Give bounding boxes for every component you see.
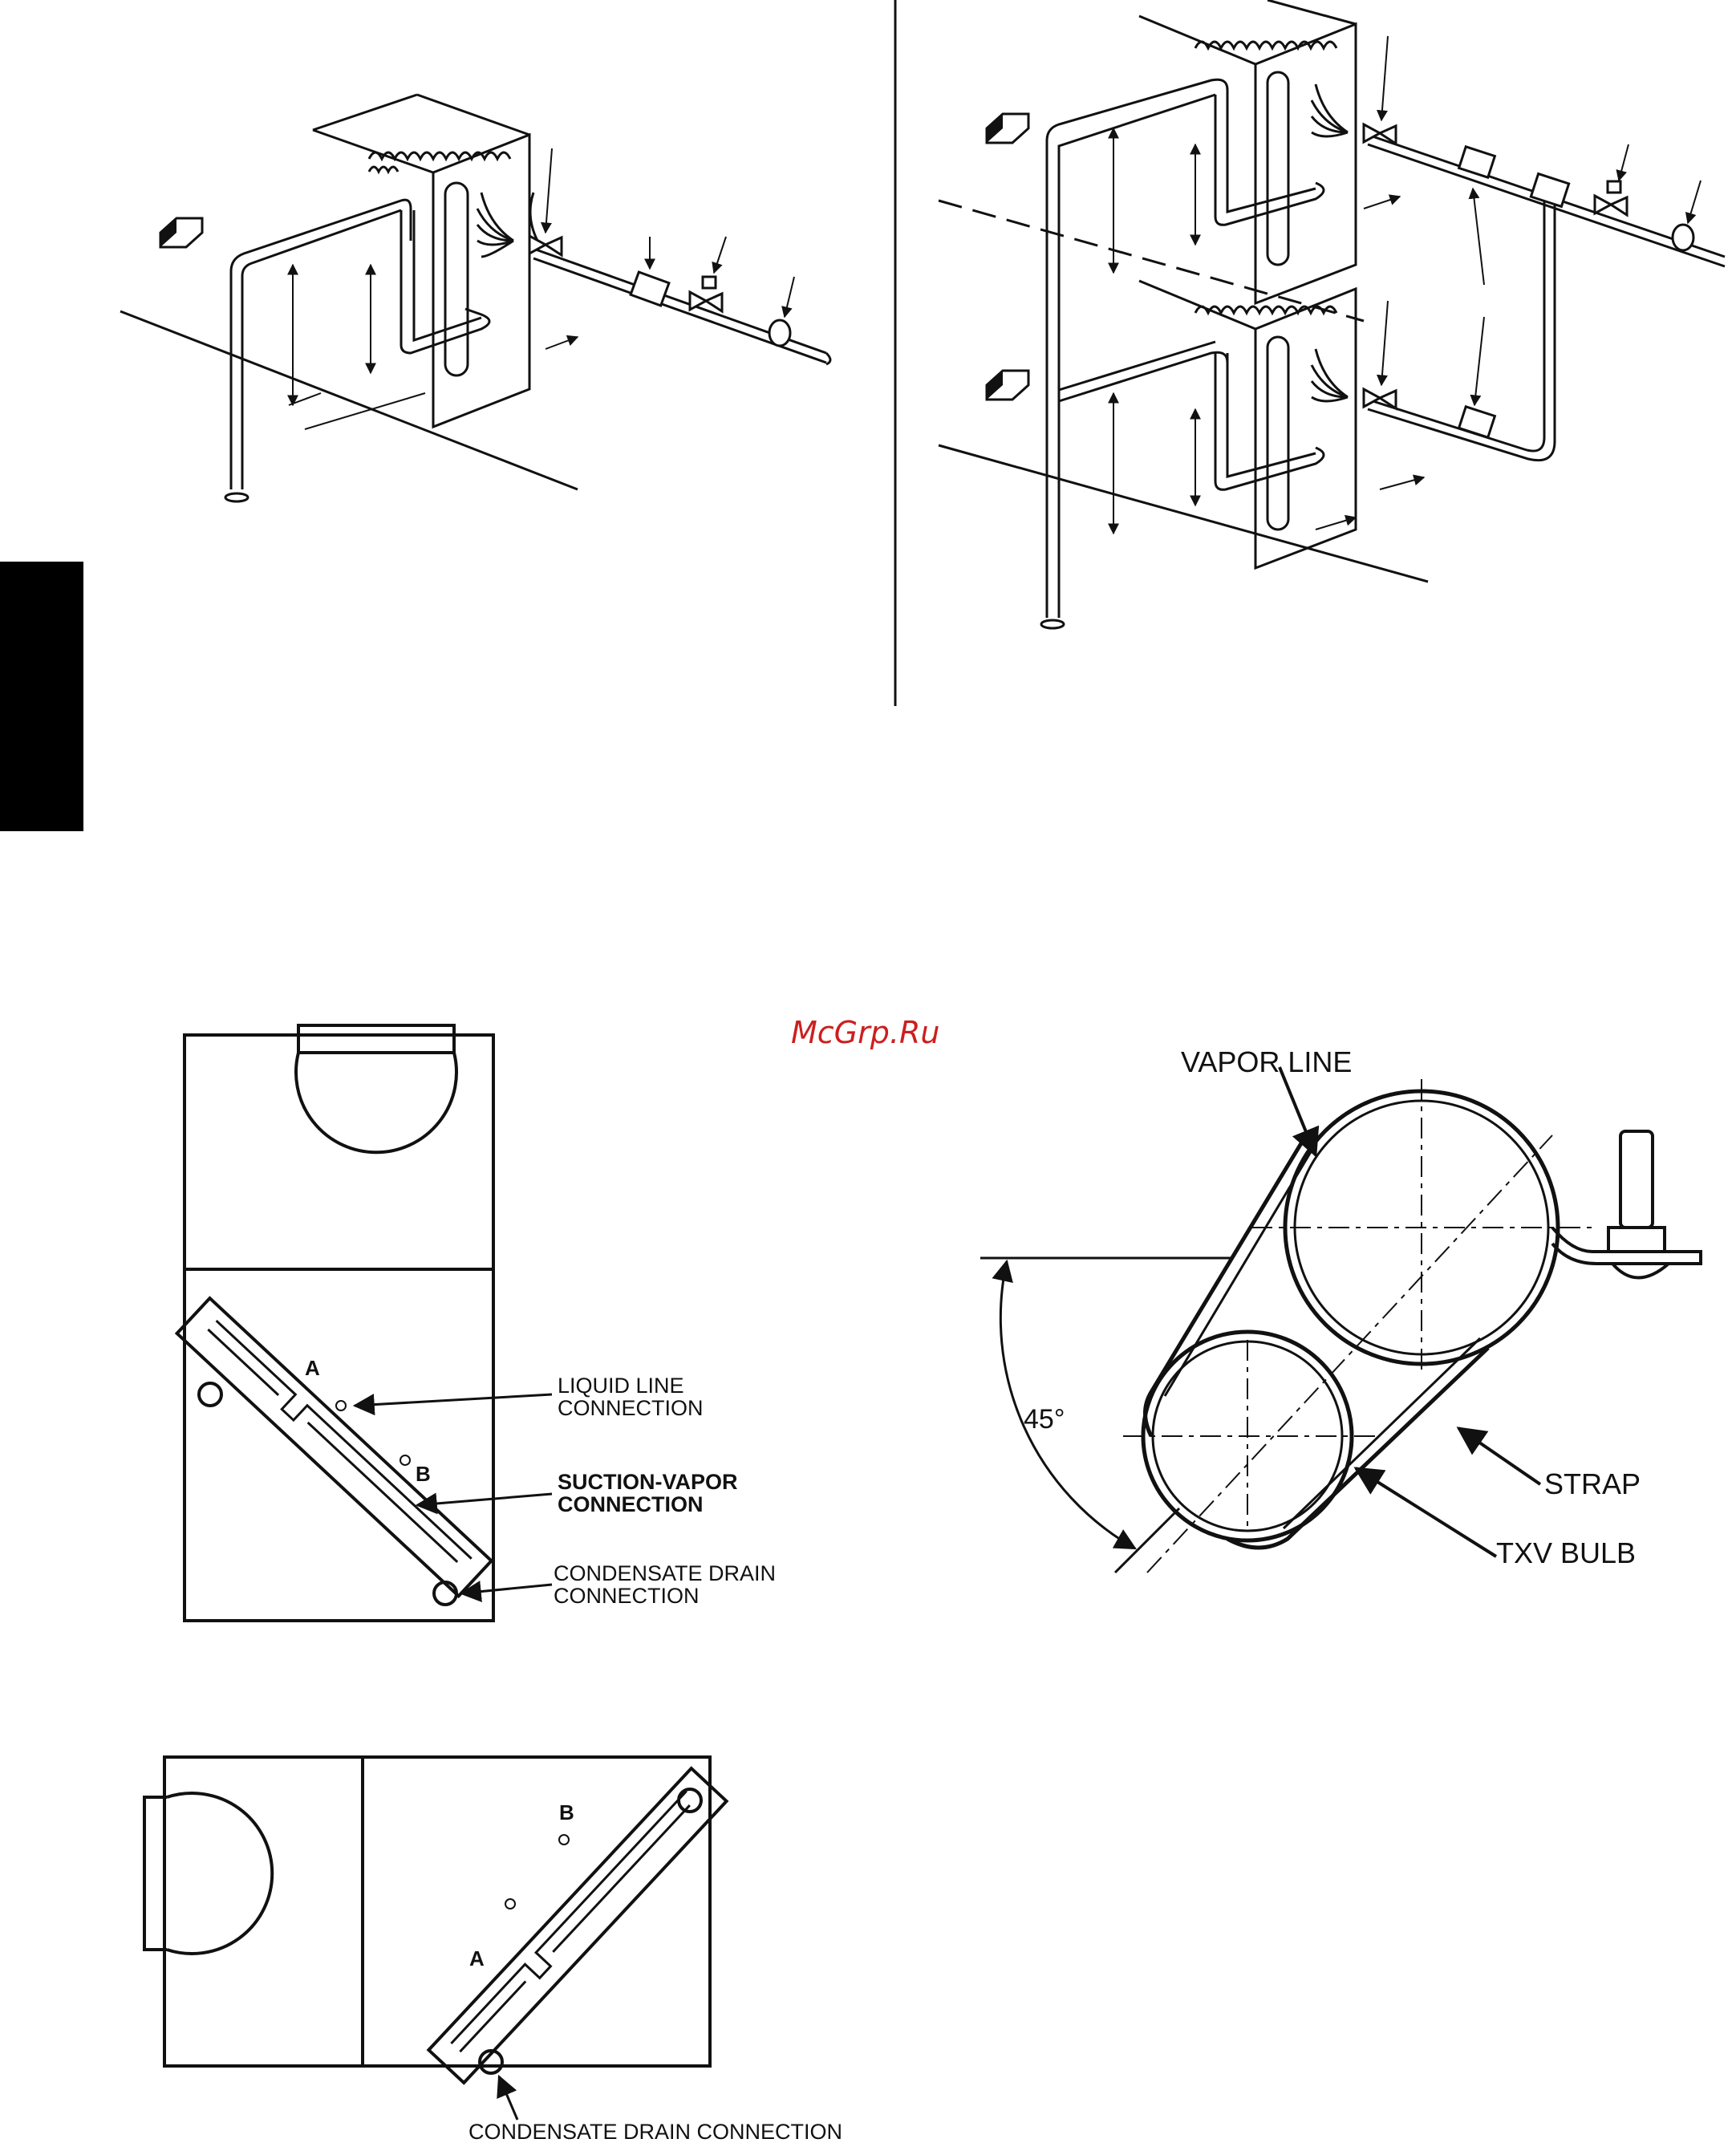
airflow-arrow-icon	[160, 218, 202, 247]
vapor-line-label: VAPOR LINE	[1181, 1045, 1352, 1078]
section-tab	[0, 562, 83, 831]
angle-label: 45°	[1024, 1404, 1065, 1435]
air-handler-horizontal	[144, 1757, 727, 2083]
airflow-arrow-icon	[987, 114, 1028, 143]
liquid-line-callout: LIQUID LINE CONNECTION	[558, 1374, 704, 1420]
piping-diagram-dual-evaporator	[939, 0, 1725, 628]
callout-leaders-single	[546, 148, 794, 317]
txv-bulb-label: TXV BULB	[1496, 1536, 1636, 1569]
label-b: B	[416, 1462, 431, 1486]
condensate-drain-callout: CONDENSATE DRAIN CONNECTION	[554, 1561, 776, 1608]
sight-glass-icon	[769, 320, 790, 346]
air-handler-vertical	[177, 1025, 493, 1621]
svg-text:CONDENSATE DRAIN: CONDENSATE DRAIN	[554, 1561, 776, 1585]
callout-leaders-dual	[1381, 36, 1701, 405]
solenoid-valve-icon	[690, 277, 722, 311]
airflow-arrow-icon	[987, 371, 1028, 400]
svg-text:CONNECTION: CONNECTION	[554, 1584, 700, 1608]
svg-text:LIQUID LINE: LIQUID LINE	[558, 1374, 684, 1398]
dual-components	[1364, 124, 1693, 437]
label-a: A	[305, 1356, 320, 1380]
filter-drier-icon	[631, 272, 669, 306]
svg-text:SUCTION-VAPOR: SUCTION-VAPOR	[558, 1470, 738, 1494]
strap-label: STRAP	[1544, 1467, 1641, 1500]
horizontal-drain-callout: CONDENSATE DRAIN CONNECTION	[468, 2120, 842, 2144]
piping-diagram-single-evaporator	[120, 95, 830, 501]
label-b-horizontal: B	[559, 1800, 574, 1824]
svg-text:CONNECTION: CONNECTION	[558, 1492, 704, 1516]
suction-vapor-callout: SUCTION-VAPOR CONNECTION	[558, 1470, 738, 1516]
svg-text:CONNECTION: CONNECTION	[558, 1396, 704, 1420]
watermark: McGrp.Ru	[791, 1015, 939, 1050]
label-a-horizontal: A	[469, 1946, 485, 1970]
horizontal-drain-leader	[499, 2076, 517, 2120]
